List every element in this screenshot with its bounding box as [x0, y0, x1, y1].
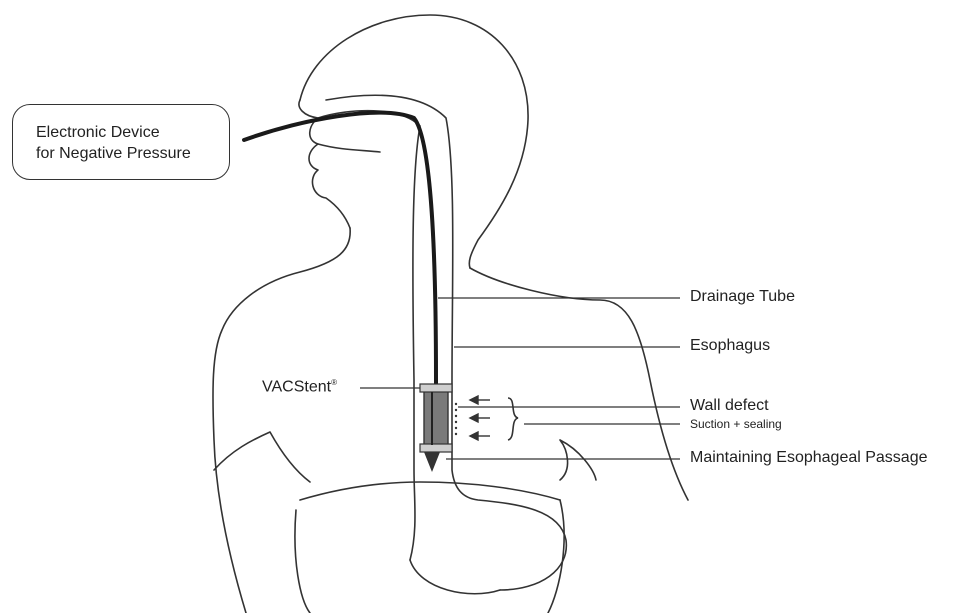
registered-mark: ® [331, 378, 337, 387]
device-label: Electronic Device for Negative Pressure [36, 122, 191, 164]
label-vacstent: VACStent® [262, 378, 337, 396]
wall-defect-marks [455, 403, 457, 435]
label-drainage-tube: Drainage Tube [690, 288, 795, 306]
brace [508, 398, 518, 440]
device-label-line2: for Negative Pressure [36, 143, 191, 164]
stomach [410, 560, 500, 594]
label-suction-sealing: Suction + sealing [690, 417, 782, 431]
lower-torso [295, 500, 564, 613]
device-label-line1: Electronic Device [36, 122, 191, 143]
head-outline [300, 15, 528, 268]
right-arm [560, 440, 596, 480]
suction-arrows [470, 396, 490, 440]
torso-contour [300, 482, 560, 500]
label-wall-defect: Wall defect [690, 397, 769, 415]
right-shoulder [470, 268, 688, 500]
esophagus-wall-left [318, 111, 420, 560]
label-vacstent-text: VACStent [262, 378, 331, 395]
left-arm [214, 432, 310, 482]
label-maintaining-passage: Maintaining Esophageal Passage [690, 449, 928, 467]
esophagus-wall-right [326, 95, 566, 590]
left-shoulder [213, 228, 350, 613]
label-esophagus: Esophagus [690, 337, 770, 355]
drainage-tube [244, 113, 436, 400]
mouth-cavity [318, 144, 380, 152]
